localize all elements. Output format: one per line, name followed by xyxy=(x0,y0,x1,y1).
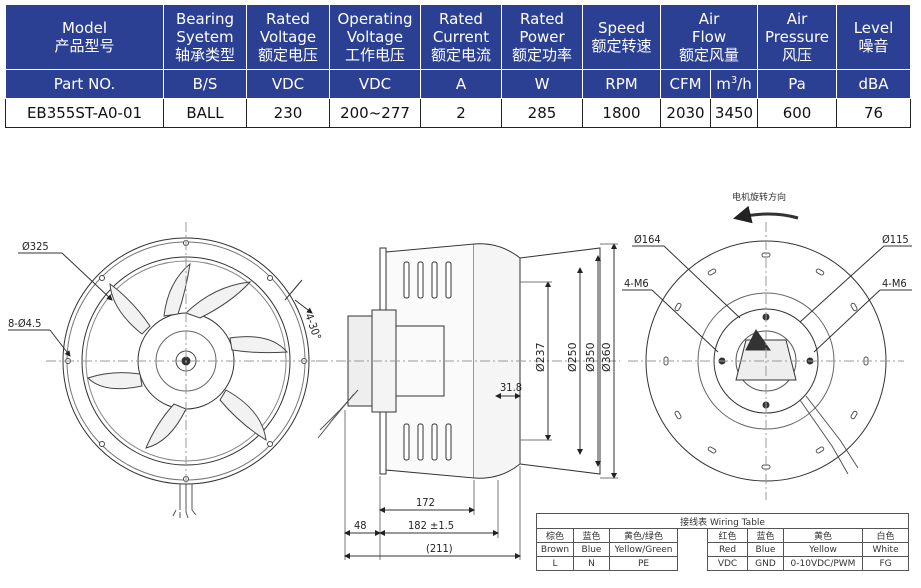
spec-value-row: EB355ST-A0-01 BALL 230 200~277 2 285 180… xyxy=(5,98,912,128)
wiring-table-title: 接线表 Wiring Table xyxy=(535,513,910,529)
value-current: 2 xyxy=(420,98,502,128)
dim-115: Ø115 xyxy=(882,233,909,246)
dim-250: Ø250 xyxy=(566,342,579,372)
wire-zh-1: 棕色 xyxy=(536,528,574,543)
header-rated-voltage: Rated Voltage 额定电压 xyxy=(246,4,330,70)
unit-part-no: Part NO. xyxy=(5,69,164,99)
wire-fn-3: PE xyxy=(609,556,678,571)
wire-fn-1: L xyxy=(536,556,574,571)
wire-zh-5: 蓝色 xyxy=(747,528,784,543)
unit-cfm: CFM xyxy=(660,69,711,99)
value-power: 285 xyxy=(501,98,583,128)
wire-en-6: Yellow xyxy=(783,542,863,557)
wire-en-1: Brown xyxy=(536,542,574,557)
header-model: Model 产品型号 xyxy=(5,4,164,70)
wire-fn-4: VDC xyxy=(707,556,748,571)
wire-gap xyxy=(677,528,708,543)
wiring-row-fn: L N PE VDC GND 0-10VDC/PWM FG xyxy=(536,556,910,571)
front-view xyxy=(8,222,326,519)
wire-fn-2: N xyxy=(573,556,610,571)
rear-view xyxy=(622,205,912,500)
header-rated-current: Rated Current 额定电流 xyxy=(420,4,502,70)
spec-header-row: Model 产品型号 Bearing Syetem 轴承类型 Rated Vol… xyxy=(5,4,912,70)
wire-gap xyxy=(677,542,708,557)
wire-gap xyxy=(677,556,708,571)
wire-zh-6: 黄色 xyxy=(783,528,863,543)
unit-dba: dBA xyxy=(836,69,912,99)
dim-m6-right: 4-M6 xyxy=(882,277,907,290)
header-speed: Speed 额定转速 xyxy=(582,4,661,70)
header-air-pressure: Air Pressure 风压 xyxy=(757,4,838,70)
dim-172: 172 xyxy=(416,496,435,509)
dim-182: 182 ±1.5 xyxy=(408,519,454,532)
value-m3h: 3450 xyxy=(709,98,759,128)
header-rated-power: Rated Power 额定功率 xyxy=(501,4,583,70)
unit-vdc-operating: VDC xyxy=(329,69,421,99)
unit-rpm: RPM xyxy=(582,69,661,99)
dim-211: (211) xyxy=(426,542,453,555)
value-cfm: 2030 xyxy=(660,98,711,128)
dim-48: 48 xyxy=(354,519,367,532)
wiring-row-zh: 棕色 蓝色 黄色/绿色 红色 蓝色 黄色 白色 xyxy=(536,528,910,543)
value-level: 76 xyxy=(836,98,912,128)
value-pressure: 600 xyxy=(757,98,838,128)
value-operating-voltage: 200~277 xyxy=(329,98,421,128)
dim-mounting-holes: 8-Ø4.5 xyxy=(8,317,41,330)
wire-en-4: Red xyxy=(707,542,748,557)
unit-vdc: VDC xyxy=(246,69,330,99)
wiring-row-en: Brown Blue Yellow/Green Red Blue Yellow … xyxy=(536,542,910,557)
wire-zh-4: 红色 xyxy=(707,528,748,543)
unit-bs: B/S xyxy=(163,69,247,99)
wire-en-3: Yellow/Green xyxy=(609,542,678,557)
value-part-no: EB355ST-A0-01 xyxy=(5,98,164,128)
wire-fn-6: 0-10VDC/PWM xyxy=(783,556,863,571)
dim-164: Ø164 xyxy=(634,233,661,246)
value-speed: 1800 xyxy=(582,98,661,128)
unit-a: A xyxy=(420,69,502,99)
wire-zh-7: 白色 xyxy=(861,528,910,543)
dim-31-8: 31.8 xyxy=(500,381,522,394)
dim-237: Ø237 xyxy=(534,342,547,372)
wire-en-7: White xyxy=(861,542,910,557)
wire-fn-7: FG xyxy=(861,556,910,571)
side-view xyxy=(300,243,620,560)
unit-pa: Pa xyxy=(757,69,838,99)
value-rated-voltage: 230 xyxy=(246,98,330,128)
dim-m6-left: 4-M6 xyxy=(624,277,649,290)
wire-zh-3: 黄色/绿色 xyxy=(609,528,678,543)
unit-w: W xyxy=(501,69,583,99)
wire-en-5: Blue xyxy=(747,542,784,557)
wiring-table: 接线表 Wiring Table 棕色 蓝色 黄色/绿色 红色 蓝色 黄色 白色… xyxy=(535,513,910,571)
header-air-flow: Air Flow 额定风量 xyxy=(659,4,759,70)
wire-fn-5: GND xyxy=(747,556,784,571)
rotation-direction-note: 电机旋转方向 xyxy=(732,191,786,203)
wire-zh-2: 蓝色 xyxy=(573,528,610,543)
value-bearing: BALL xyxy=(163,98,247,128)
wire-en-2: Blue xyxy=(573,542,610,557)
header-bearing: Bearing Syetem 轴承类型 xyxy=(163,4,247,70)
dim-360: Ø360 xyxy=(600,342,613,372)
header-level: Level 噪音 xyxy=(836,4,912,70)
dim-outer-diameter: Ø325 xyxy=(22,240,49,253)
spec-table: Model 产品型号 Bearing Syetem 轴承类型 Rated Vol… xyxy=(5,4,912,128)
unit-m3h: m3/h xyxy=(709,69,759,99)
spec-unit-row: Part NO. B/S VDC VDC A W RPM CFM m3/h Pa… xyxy=(5,69,912,99)
dim-350: Ø350 xyxy=(584,342,597,372)
dim-hole-angle: 4-30° xyxy=(302,312,324,342)
